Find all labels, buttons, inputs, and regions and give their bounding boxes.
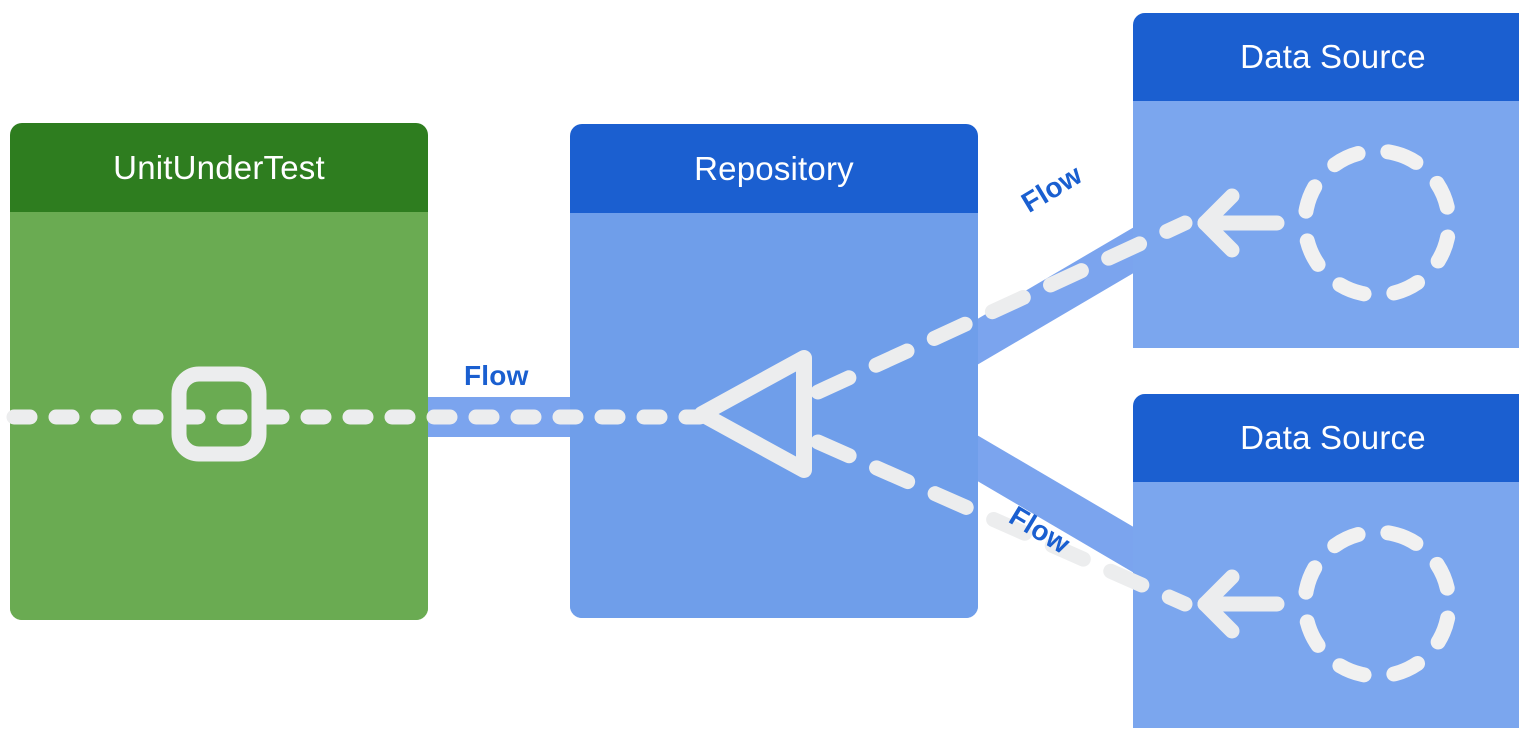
node-data-source-1-label: Data Source: [1240, 38, 1426, 75]
arrow-left-icon-2: [1197, 569, 1285, 639]
node-repository-header: Repository: [570, 124, 978, 213]
repository-body-mask: [570, 213, 978, 618]
flow-dash-lower-diagonal: [810, 434, 1193, 612]
dashed-circle-icon-2: [1297, 524, 1457, 684]
node-unit-under-test-label: UnitUnderTest: [113, 148, 325, 186]
flow-band-lower-diagonal: [945, 428, 1195, 597]
node-data-source-1-header: Data Source: [1133, 13, 1519, 101]
node-data-source-2-label: Data Source: [1240, 419, 1426, 456]
rounded-square-icon: [171, 366, 267, 462]
node-unit-under-test-header: UnitUnderTest: [10, 123, 428, 212]
edge-label-flow-unit-to-repository: Flow: [464, 360, 529, 391]
node-repository-label: Repository: [694, 149, 854, 187]
arrow-left-icon-1: [1197, 188, 1285, 258]
play-triangle-left-icon: [694, 350, 812, 478]
dashed-circle-icon-1: [1297, 143, 1457, 303]
node-data-source-2-header: Data Source: [1133, 394, 1519, 482]
flow-dash-upper-diagonal: [810, 215, 1193, 400]
